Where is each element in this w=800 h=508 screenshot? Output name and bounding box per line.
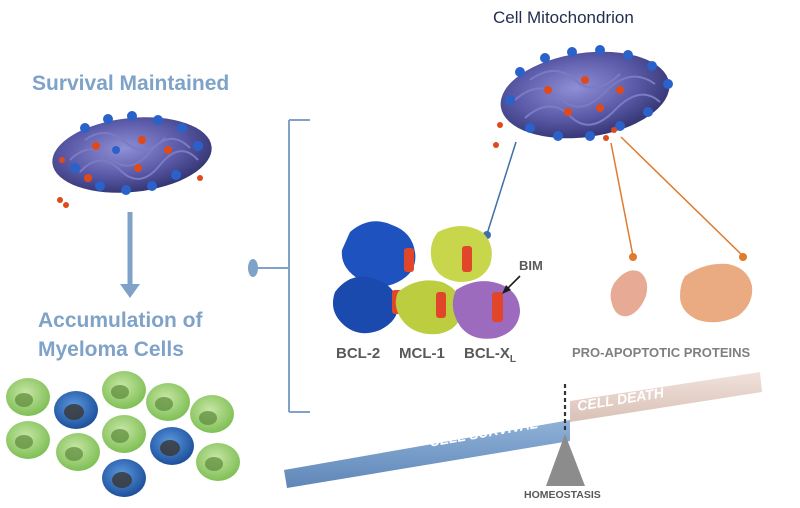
inhibition-bar <box>248 259 258 277</box>
mitochondrion-left <box>52 111 212 208</box>
bclxl-label: BCL-XL <box>464 345 516 365</box>
bclxl-protein <box>452 281 520 339</box>
myeloma-cells <box>6 371 240 497</box>
connector-blue <box>483 141 517 239</box>
mcl1-protein <box>395 226 492 335</box>
bim-label: BIM <box>519 258 543 273</box>
survival-beam <box>284 420 570 488</box>
fulcrum-triangle <box>546 434 585 486</box>
homeostasis-label: HOMEOSTASIS <box>524 489 601 501</box>
pro-apoptotic-protein-large <box>680 263 753 323</box>
bclxl-label-main: BCL-X <box>464 345 510 362</box>
survival-maintained-heading: Survival Maintained <box>32 72 230 95</box>
death-beam <box>570 372 762 422</box>
mitochondrion-right <box>493 45 673 148</box>
pro-apoptotic-protein-small <box>610 270 648 317</box>
down-arrow <box>120 212 140 298</box>
pro-apoptotic-label: PRO-APOPTOTIC PROTEINS <box>572 345 751 360</box>
inhibition-bracket <box>258 119 310 413</box>
accumulation-line-1: Accumulation of <box>38 309 203 332</box>
bcl2-label: BCL-2 <box>336 345 381 362</box>
bim-arrow <box>502 275 521 294</box>
connector-orange-1 <box>610 142 637 261</box>
balance-beam <box>284 372 762 488</box>
bclxl-label-subscript: L <box>509 354 516 365</box>
connector-orange-2 <box>620 136 747 261</box>
mcl1-label: MCL-1 <box>399 345 445 362</box>
cell-mitochondrion-title: Cell Mitochondrion <box>493 8 634 27</box>
accumulation-heading: Accumulation of Myeloma Cells <box>38 306 203 364</box>
accumulation-line-2: Myeloma Cells <box>38 338 184 361</box>
